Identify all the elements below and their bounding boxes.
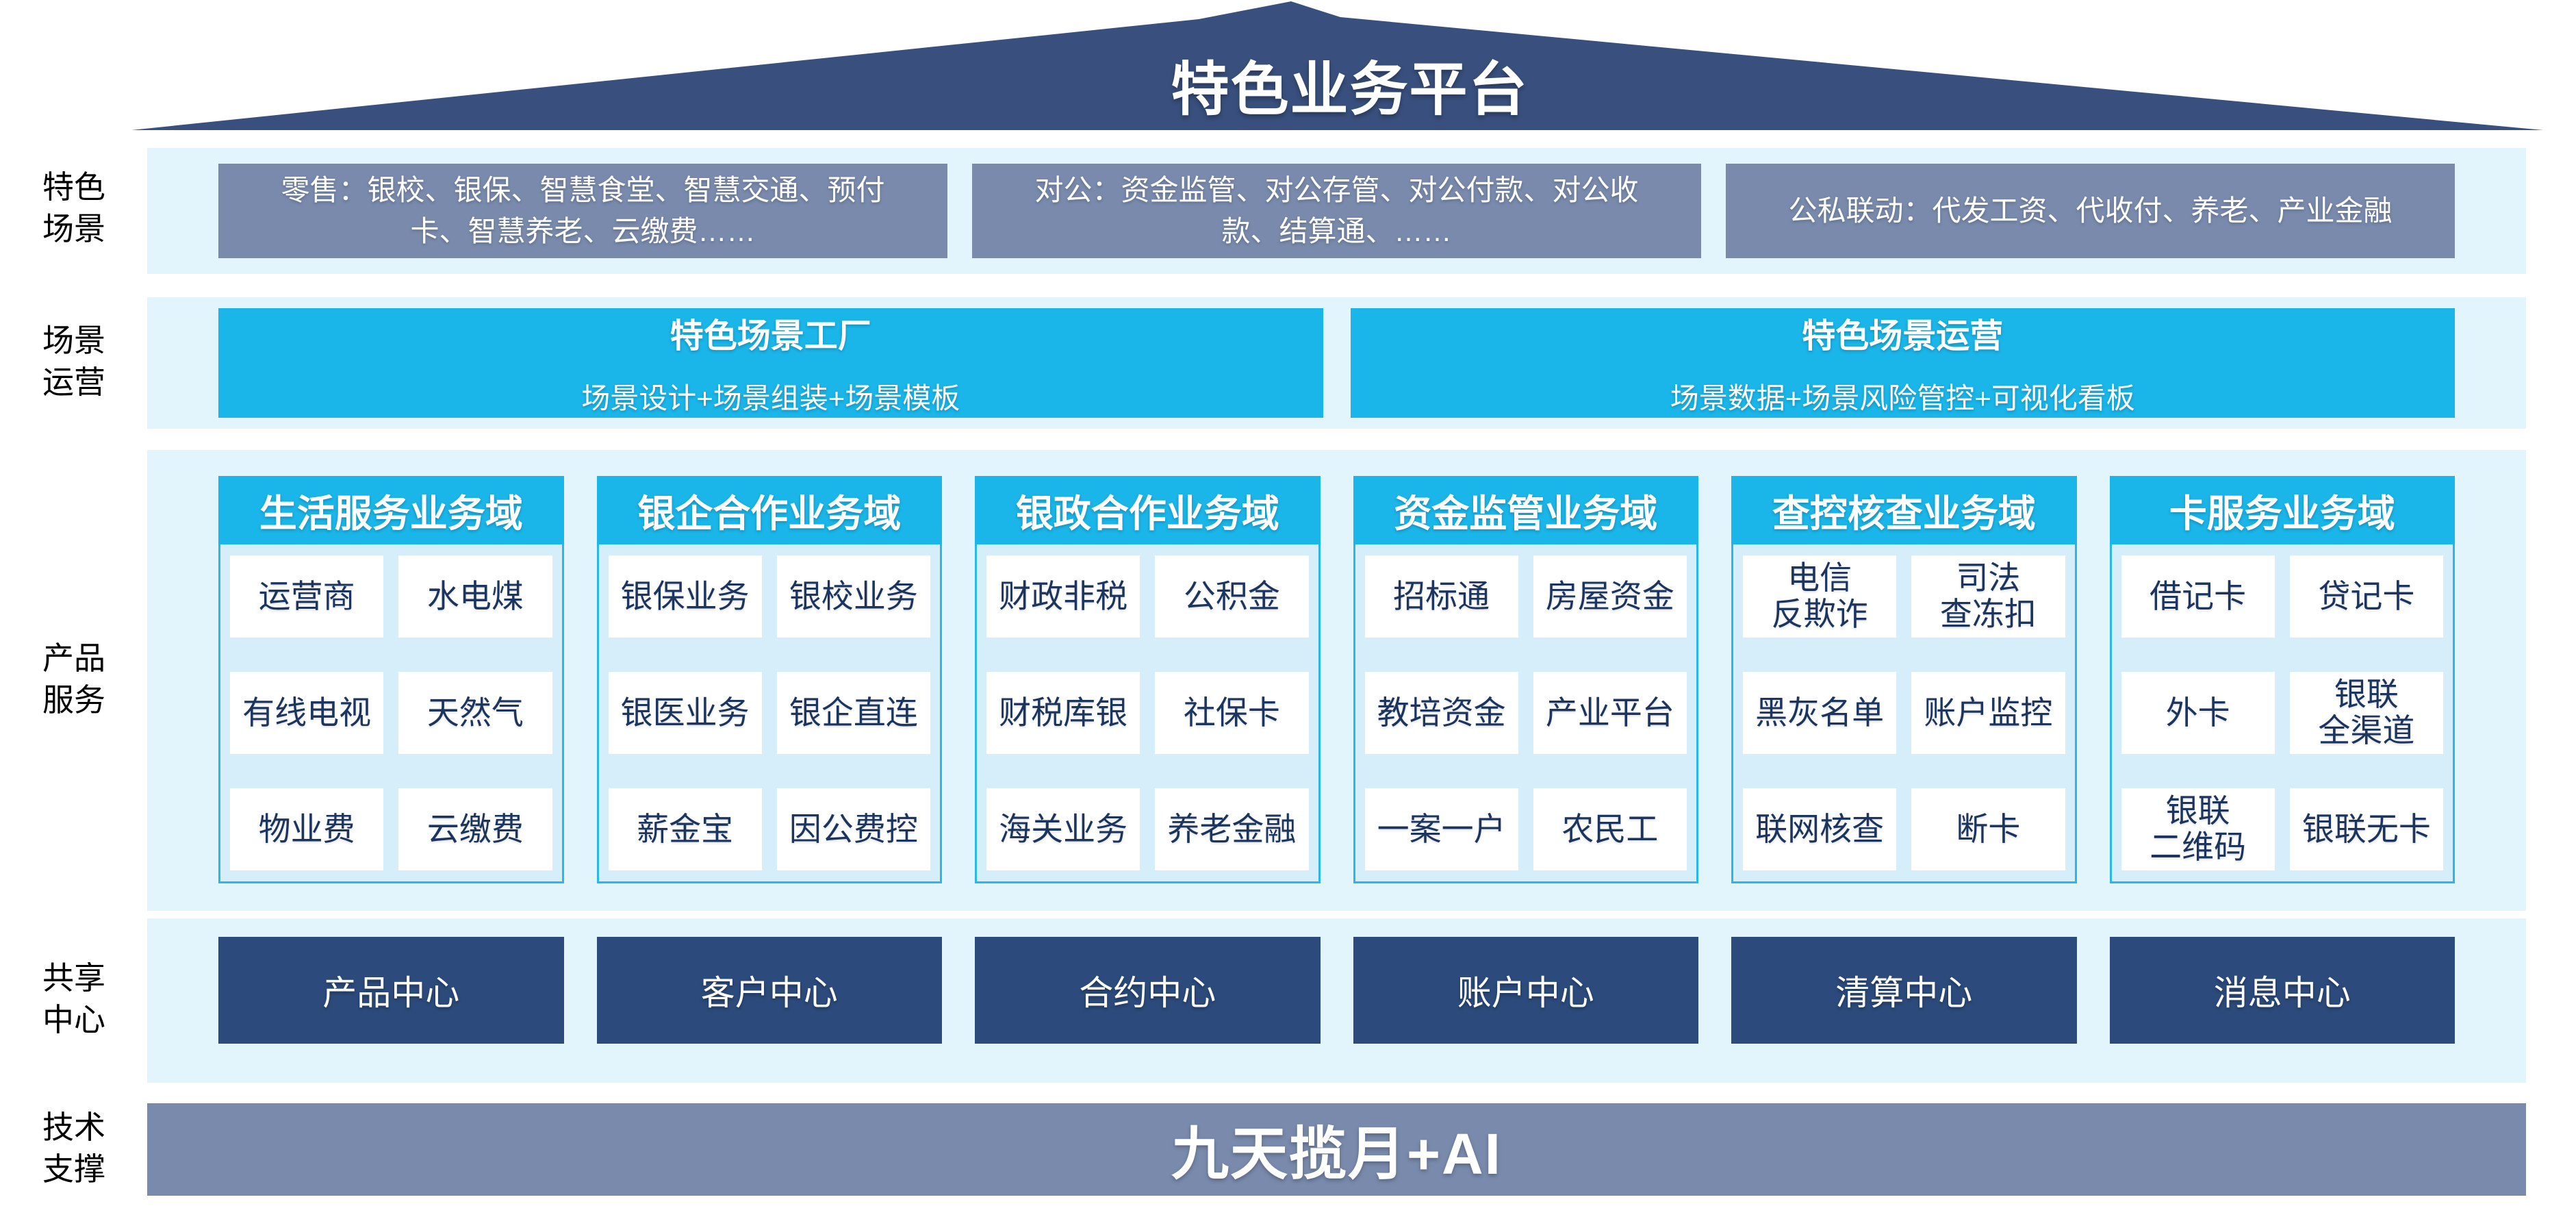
center-account: 账户中心 xyxy=(1353,937,1698,1044)
product-cell: 账户监控 xyxy=(1911,672,2065,754)
product-cell: 财政非税 xyxy=(986,555,1140,638)
product-cell: 水电煤 xyxy=(398,555,552,638)
product-cell: 物业费 xyxy=(230,788,384,870)
op-box-title: 特色场景工厂 xyxy=(669,318,871,355)
product-cell: 银保业务 xyxy=(608,555,762,638)
product-cell: 银联无卡 xyxy=(2289,788,2443,870)
domain-body: 财政非税 公积金 财税库银 社保卡 海关业务 养老金融 xyxy=(975,544,1321,883)
product-cell: 天然气 xyxy=(398,672,552,754)
product-cell: 薪金宝 xyxy=(608,788,762,870)
operation-band: 特色场景工厂 场景设计+场景组装+场景模板 特色场景运营 场景数据+场景风险管控… xyxy=(147,297,2526,429)
product-cell: 黑灰名单 xyxy=(1743,672,1897,754)
product-cell: 司法 查冻扣 xyxy=(1911,555,2065,638)
product-cell: 银联 全渠道 xyxy=(2289,672,2443,754)
domain-title: 生活服务业务域 xyxy=(218,476,564,544)
product-cell: 联网核查 xyxy=(1743,788,1897,870)
domain-title: 银企合作业务域 xyxy=(596,476,942,544)
roof-banner: 特色业务平台 xyxy=(0,0,2576,147)
domain-bank-enterprise: 银企合作业务域 银保业务 银校业务 银医业务 银企直连 薪金宝 因公费控 xyxy=(596,476,942,883)
product-cell: 外卡 xyxy=(2121,672,2275,754)
op-box-subtitle: 场景设计+场景组装+场景模板 xyxy=(581,382,960,414)
center-product: 产品中心 xyxy=(218,937,564,1044)
domain-body: 电信 反欺诈 司法 查冻扣 黑灰名单 账户监控 联网核查 断卡 xyxy=(1731,544,2077,883)
domain-title: 银政合作业务域 xyxy=(975,476,1321,544)
scene-box-retail: 零售：银校、银保、智慧食堂、智慧交通、预付卡、智慧养老、云缴费…… xyxy=(218,164,947,258)
row-label-shared: 共享 中心 xyxy=(42,960,105,1038)
op-box-factory: 特色场景工厂 场景设计+场景组装+场景模板 xyxy=(218,308,1323,418)
domain-body: 银保业务 银校业务 银医业务 银企直连 薪金宝 因公费控 xyxy=(596,544,942,883)
product-cell: 因公费控 xyxy=(776,788,930,870)
product-cell: 一案一户 xyxy=(1364,788,1518,870)
center-contract: 合约中心 xyxy=(975,937,1321,1044)
roof-shape xyxy=(131,1,2543,130)
domain-inquiry-control: 查控核查业务域 电信 反欺诈 司法 查冻扣 黑灰名单 账户监控 联网核查 断卡 xyxy=(1731,476,2077,883)
product-cell: 招标通 xyxy=(1364,555,1518,638)
row-label-operation: 场景 运营 xyxy=(42,323,105,400)
product-cell: 海关业务 xyxy=(986,788,1140,870)
row-label-tech: 技术 支撑 xyxy=(42,1109,105,1187)
product-cell: 农民工 xyxy=(1533,788,1687,870)
scenes-band: 零售：银校、银保、智慧食堂、智慧交通、预付卡、智慧养老、云缴费…… 对公：资金监… xyxy=(147,148,2526,274)
product-cell: 产业平台 xyxy=(1533,672,1687,754)
scene-box-linkage: 公私联动：代发工资、代收付、养老、产业金融 xyxy=(1726,164,2455,258)
product-cell: 云缴费 xyxy=(398,788,552,870)
product-cell: 有线电视 xyxy=(230,672,384,754)
product-cell: 银校业务 xyxy=(776,555,930,638)
product-cell: 借记卡 xyxy=(2121,555,2275,638)
domain-body: 借记卡 贷记卡 外卡 银联 全渠道 银联 二维码 银联无卡 xyxy=(2109,544,2455,883)
domain-life-services: 生活服务业务域 运营商 水电煤 有线电视 天然气 物业费 云缴费 xyxy=(218,476,564,883)
product-cell: 教培资金 xyxy=(1364,672,1518,754)
op-box-title: 特色场景运营 xyxy=(1802,318,2004,355)
products-band: 生活服务业务域 运营商 水电煤 有线电视 天然气 物业费 云缴费 银企合作业务域… xyxy=(147,450,2526,911)
domain-title: 卡服务业务域 xyxy=(2109,476,2455,544)
product-cell: 银企直连 xyxy=(776,672,930,754)
product-cell: 银联 二维码 xyxy=(2121,788,2275,870)
shared-band: 产品中心 客户中心 合约中心 账户中心 清算中心 消息中心 xyxy=(147,918,2526,1083)
product-cell: 电信 反欺诈 xyxy=(1743,555,1897,638)
op-box-operation: 特色场景运营 场景数据+场景风险管控+可视化看板 xyxy=(1350,308,2455,418)
scene-box-corporate: 对公：资金监管、对公存管、对公付款、对公收款、结算通、…… xyxy=(972,164,1701,258)
product-cell: 养老金融 xyxy=(1155,788,1309,870)
domain-title: 查控核查业务域 xyxy=(1731,476,2077,544)
domain-card-services: 卡服务业务域 借记卡 贷记卡 外卡 银联 全渠道 银联 二维码 银联无卡 xyxy=(2109,476,2455,883)
product-cell: 房屋资金 xyxy=(1533,555,1687,638)
domain-body: 运营商 水电煤 有线电视 天然气 物业费 云缴费 xyxy=(218,544,564,883)
product-cell: 银医业务 xyxy=(608,672,762,754)
product-cell: 社保卡 xyxy=(1155,672,1309,754)
tech-support-bar: 九天揽月+AI xyxy=(147,1103,2526,1196)
op-box-subtitle: 场景数据+场景风险管控+可视化看板 xyxy=(1670,382,2135,414)
row-label-products: 产品 服务 xyxy=(42,640,105,718)
product-cell: 断卡 xyxy=(1911,788,2065,870)
product-cell: 财税库银 xyxy=(986,672,1140,754)
row-label-scenes: 特色 场景 xyxy=(42,169,105,247)
product-cell: 贷记卡 xyxy=(2289,555,2443,638)
center-clearing: 清算中心 xyxy=(1731,937,2077,1044)
domain-title: 资金监管业务域 xyxy=(1353,476,1698,544)
domain-body: 招标通 房屋资金 教培资金 产业平台 一案一户 农民工 xyxy=(1353,544,1698,883)
product-cell: 公积金 xyxy=(1155,555,1309,638)
product-cell: 运营商 xyxy=(230,555,384,638)
center-customer: 客户中心 xyxy=(596,937,942,1044)
domain-fund-supervision: 资金监管业务域 招标通 房屋资金 教培资金 产业平台 一案一户 农民工 xyxy=(1353,476,1698,883)
platform-title: 特色业务平台 xyxy=(1171,58,1529,123)
domain-bank-government: 银政合作业务域 财政非税 公积金 财税库银 社保卡 海关业务 养老金融 xyxy=(975,476,1321,883)
center-message: 消息中心 xyxy=(2109,937,2455,1044)
